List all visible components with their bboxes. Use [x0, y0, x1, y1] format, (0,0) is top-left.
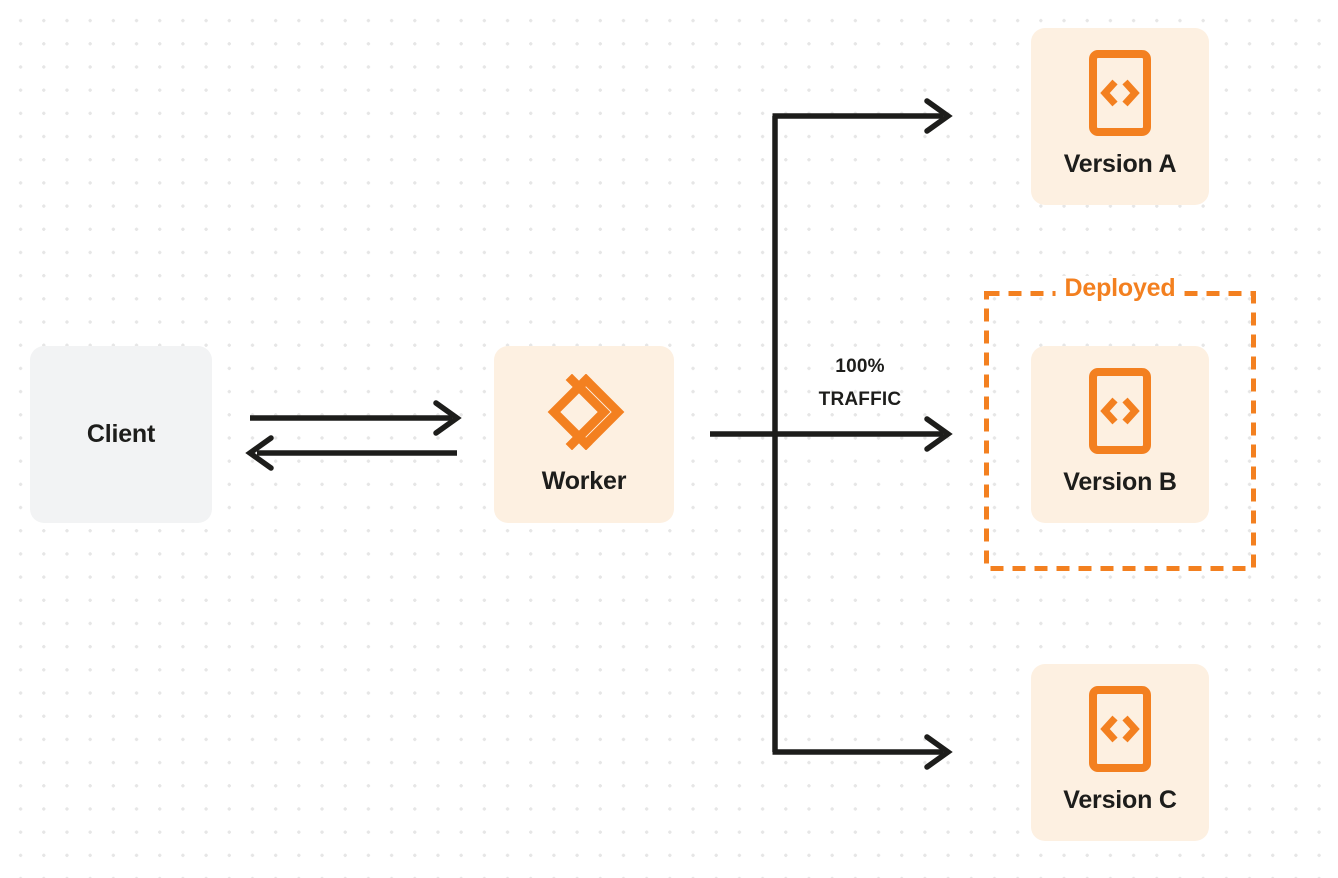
traffic-word: TRAFFIC: [818, 389, 902, 411]
cloudflare-workers-logo-icon: [542, 374, 626, 450]
edge-bus-to-version-a: [772, 98, 953, 134]
node-client[interactable]: Client: [30, 346, 212, 523]
code-document-icon: [1089, 50, 1151, 136]
node-version-a-label: Version A: [1063, 150, 1177, 178]
node-version-c-label: Version C: [1063, 786, 1177, 814]
node-client-label: Client: [86, 420, 156, 448]
edge-bus-to-version-c: [772, 734, 953, 770]
traffic-label: 100% TRAFFIC: [790, 350, 930, 417]
edge-worker-to-client: [245, 435, 457, 471]
code-document-icon: [1089, 368, 1151, 454]
node-version-b-label: Version B: [1063, 468, 1177, 496]
node-worker[interactable]: Worker: [494, 346, 674, 523]
edge-client-to-worker: [250, 400, 462, 436]
traffic-percent: 100%: [835, 356, 885, 377]
code-document-icon: [1089, 686, 1151, 772]
node-worker-label: Worker: [541, 467, 627, 495]
node-version-a[interactable]: Version A: [1031, 28, 1209, 205]
node-version-c[interactable]: Version C: [1031, 664, 1209, 841]
edge-worker-to-version-b: [710, 416, 953, 452]
node-version-b[interactable]: Version B: [1031, 346, 1209, 523]
